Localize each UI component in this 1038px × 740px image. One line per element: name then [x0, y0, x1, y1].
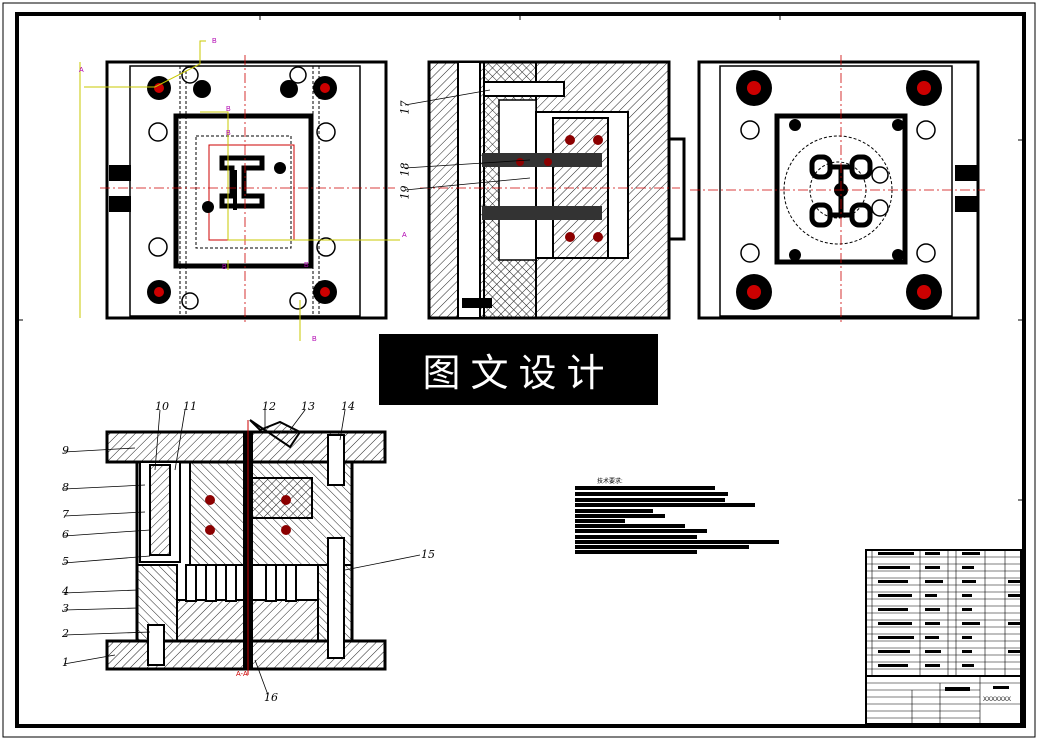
cut-label: B [222, 264, 227, 271]
part-number: 18 [398, 162, 412, 177]
watermark-banner: 图文设计 [379, 334, 658, 405]
part-number: 15 [421, 548, 435, 561]
section-label: A-A [236, 671, 248, 678]
part-number: 3 [62, 602, 69, 615]
part-number: 14 [341, 400, 355, 413]
side-section-view [404, 60, 686, 320]
part-number: 1 [62, 656, 69, 669]
title-block [865, 675, 1022, 725]
part-number: 16 [264, 691, 278, 704]
part-number: 17 [398, 100, 412, 115]
part-number: 9 [62, 444, 69, 457]
part-number: 4 [62, 585, 69, 598]
part-number: 7 [62, 508, 69, 521]
part-number: 2 [62, 627, 69, 640]
part-number: 19 [398, 185, 412, 200]
cut-label: B [212, 38, 217, 45]
drawing-code: XXXXXXX [983, 697, 1012, 703]
part-number: 10 [155, 400, 169, 413]
part-number: 8 [62, 481, 69, 494]
technical-notes-title: 技术要求: [597, 479, 623, 485]
cut-label: B [226, 106, 231, 113]
part-number: 12 [262, 400, 276, 413]
part-number: 13 [301, 400, 315, 413]
top-view-right [690, 55, 985, 325]
cut-label: A [79, 67, 84, 74]
section-aa-view [63, 409, 421, 696]
part-number: 6 [62, 528, 69, 541]
cut-label: B [312, 336, 317, 343]
parts-list-table [865, 549, 1022, 677]
cut-label: A [402, 232, 407, 239]
part-number: 11 [183, 400, 197, 413]
cut-label: B [226, 130, 231, 137]
zone-ticks [17, 14, 1024, 501]
technical-notes-lines [575, 486, 779, 554]
top-view-left [79, 40, 400, 341]
cut-label: B [304, 262, 309, 269]
part-number: 5 [62, 555, 69, 568]
